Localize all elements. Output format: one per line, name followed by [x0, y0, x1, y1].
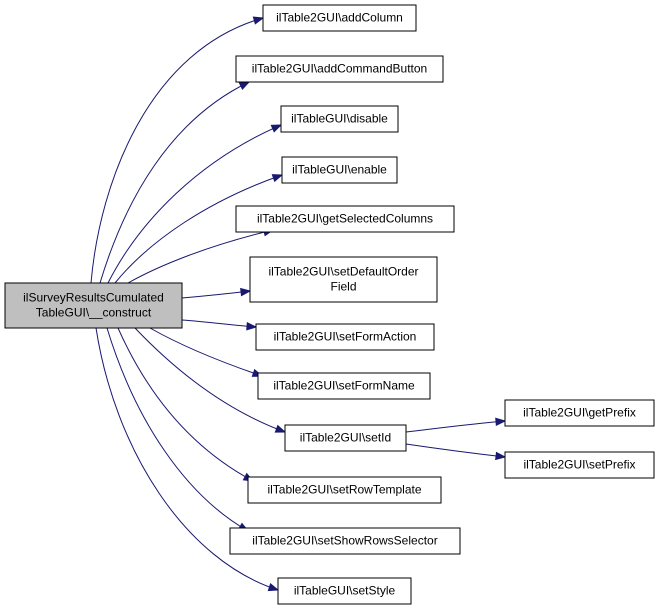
arrowhead-root-disable: [270, 124, 283, 133]
edge-root-enable: [114, 174, 283, 284]
node-getPrefix[interactable]: ilTable2GUI\getPrefix: [504, 399, 655, 427]
node-box-setShowRowsSelector[interactable]: [229, 527, 461, 555]
edge-setId-setPrefix: [405, 443, 506, 458]
edge-root-setShowRowsSelector: [106, 327, 249, 532]
node-label-setFormAction: ilTable2GUI\setFormAction: [274, 330, 417, 344]
node-label-setDefaultOrderField: Field: [330, 280, 356, 294]
node-addCommandButton[interactable]: ilTable2GUI\addCommandButton: [235, 55, 444, 83]
edge-setId-getPrefix: [405, 420, 506, 433]
node-disable[interactable]: ilTableGUI\disable: [280, 105, 399, 133]
node-label-setPrefix: ilTable2GUI\setPrefix: [523, 458, 635, 472]
node-label-root: TableGUI\__construct: [36, 306, 152, 320]
node-layer: ilSurveyResultsCumulatedTableGUI\__const…: [4, 4, 655, 605]
node-setFormName[interactable]: ilTable2GUI\setFormName: [257, 372, 431, 400]
edge-root-setId: [134, 327, 286, 433]
node-box-enable[interactable]: [281, 156, 398, 184]
edge-root-setFormAction: [181, 319, 257, 328]
node-box-setPrefix[interactable]: [504, 451, 655, 479]
node-label-setId: ilTable2GUI\setId: [300, 431, 391, 445]
arrowhead-setId-setPrefix: [495, 451, 507, 461]
node-label-setStyle: ilTableGUI\setStyle: [294, 584, 396, 598]
node-setStyle[interactable]: ilTableGUI\setStyle: [277, 577, 412, 605]
edge-root-disable: [107, 124, 282, 284]
node-label-setShowRowsSelector: ilTable2GUI\setShowRowsSelector: [252, 534, 437, 548]
node-box-addColumn[interactable]: [262, 4, 417, 32]
node-box-setStyle[interactable]: [277, 577, 412, 605]
node-label-setFormName: ilTable2GUI\setFormName: [273, 379, 415, 393]
node-enable[interactable]: ilTableGUI\enable: [281, 156, 398, 184]
node-setPrefix[interactable]: ilTable2GUI\setPrefix: [504, 451, 655, 479]
node-box-setRowTemplate[interactable]: [247, 476, 442, 504]
arrowhead-root-addColumn: [252, 16, 265, 25]
node-setRowTemplate[interactable]: ilTable2GUI\setRowTemplate: [247, 476, 442, 504]
node-box-setId[interactable]: [284, 424, 407, 452]
edge-root-addColumn: [90, 17, 264, 284]
arrowhead-root-enable: [271, 174, 284, 183]
node-setFormAction[interactable]: ilTable2GUI\setFormAction: [255, 323, 435, 351]
edge-root-setFormName: [149, 327, 263, 377]
node-label-addColumn: ilTable2GUI\addColumn: [276, 11, 403, 25]
node-label-getSelectedColumns: ilTable2GUI\getSelectedColumns: [257, 212, 433, 226]
node-box-addCommandButton[interactable]: [235, 55, 444, 83]
node-setShowRowsSelector[interactable]: ilTable2GUI\setShowRowsSelector: [229, 527, 461, 555]
node-addColumn[interactable]: ilTable2GUI\addColumn: [262, 4, 417, 32]
node-label-getPrefix: ilTable2GUI\getPrefix: [523, 406, 636, 420]
arrowhead-root-setFormAction: [246, 322, 258, 331]
arrowhead-setId-getPrefix: [495, 417, 507, 427]
arrowhead-root-setDefaultOrderField: [240, 287, 252, 297]
node-label-disable: ilTableGUI\disable: [291, 112, 388, 126]
node-box-disable[interactable]: [280, 105, 399, 133]
node-label-enable: ilTableGUI\enable: [292, 163, 387, 177]
arrowhead-root-setStyle: [267, 583, 280, 592]
edge-root-setStyle: [95, 327, 279, 591]
node-box-setFormName[interactable]: [257, 372, 431, 400]
node-box-setFormAction[interactable]: [255, 323, 435, 351]
edge-root-setRowTemplate: [117, 327, 254, 482]
node-box-getSelectedColumns[interactable]: [235, 205, 455, 233]
node-setId[interactable]: ilTable2GUI\setId: [284, 424, 407, 452]
edge-layer: [90, 16, 507, 592]
arrowhead-root-setId: [274, 424, 287, 433]
edge-root-addCommandButton: [99, 81, 250, 284]
edge-root-setDefaultOrderField: [181, 290, 251, 299]
node-label-root: ilSurveyResultsCumulated: [23, 291, 164, 305]
node-box-root[interactable]: [4, 282, 183, 329]
node-root[interactable]: ilSurveyResultsCumulatedTableGUI\__const…: [4, 282, 183, 329]
node-getSelectedColumns[interactable]: ilTable2GUI\getSelectedColumns: [235, 205, 455, 233]
node-box-getPrefix[interactable]: [504, 399, 655, 427]
node-label-setRowTemplate: ilTable2GUI\setRowTemplate: [267, 483, 421, 497]
arrowhead-root-addCommandButton: [238, 81, 251, 90]
edge-root-getSelectedColumns: [127, 229, 274, 284]
node-box-setDefaultOrderField[interactable]: [249, 256, 438, 303]
node-label-setDefaultOrderField: ilTable2GUI\setDefaultOrder: [268, 265, 418, 279]
node-label-addCommandButton: ilTable2GUI\addCommandButton: [252, 62, 427, 76]
